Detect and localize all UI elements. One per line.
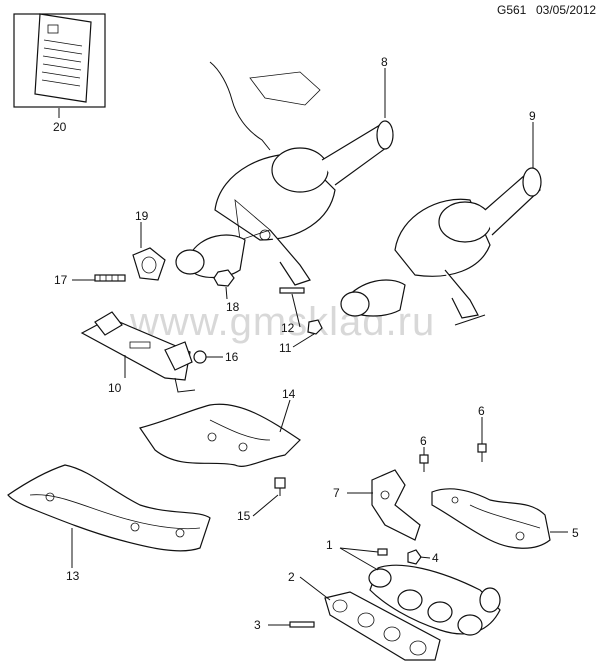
part-5-heat-shield <box>431 488 551 549</box>
part-1-stud <box>377 548 388 556</box>
callout-9: 9 <box>529 109 536 123</box>
callout-18: 18 <box>226 300 240 314</box>
callout-17: 17 <box>54 273 68 287</box>
part-14-heat-shield <box>139 403 301 467</box>
diagram-date: 03/05/2012 <box>536 3 597 17</box>
part-13-heat-shield <box>7 464 211 552</box>
part-10-bracket <box>80 311 196 393</box>
callout-15: 15 <box>237 509 251 523</box>
callout-19: 19 <box>135 209 149 223</box>
part-2-manifold-gasket <box>324 591 441 661</box>
part-9-dpf-converter <box>340 167 542 326</box>
callout-7: 7 <box>333 486 340 500</box>
callout-4: 4 <box>432 551 439 565</box>
callout-1: 1 <box>326 538 333 552</box>
callout-6b: 6 <box>478 404 485 418</box>
callout-8: 8 <box>381 55 388 69</box>
callout-10: 10 <box>108 381 122 395</box>
callout-14: 14 <box>282 387 296 401</box>
part-16-bolt <box>193 350 214 364</box>
leader-lines <box>58 68 568 626</box>
part-19-gasket <box>132 247 166 281</box>
part-3-stud <box>289 621 315 628</box>
callout-20: 20 <box>53 120 67 134</box>
callout-5: 5 <box>572 526 579 540</box>
part-6a-bolt <box>419 454 429 472</box>
diagram-code: G561 <box>497 3 527 17</box>
part-7-bracket <box>371 469 421 541</box>
part-4-nut <box>407 549 422 565</box>
part-18-nut <box>213 269 235 287</box>
callouts: 20 8 9 19 17 18 12 11 16 10 14 15 13 6 6… <box>53 55 579 632</box>
callout-12: 12 <box>281 321 295 335</box>
part-6b-bolt <box>477 443 487 462</box>
callout-6a: 6 <box>420 434 427 448</box>
part-15-bolt <box>274 477 286 496</box>
part-17-stud <box>94 274 126 282</box>
part-12-stud <box>279 287 305 294</box>
part-1-exhaust-manifold <box>368 564 501 636</box>
callout-11: 11 <box>279 341 292 355</box>
callout-3: 3 <box>254 618 261 632</box>
part-20-label-card <box>13 13 106 108</box>
callout-16: 16 <box>225 350 239 364</box>
part-8-dpf-converter <box>175 61 394 286</box>
callout-2: 2 <box>288 570 295 584</box>
part-11-nut <box>307 319 323 335</box>
callout-13: 13 <box>66 569 80 583</box>
